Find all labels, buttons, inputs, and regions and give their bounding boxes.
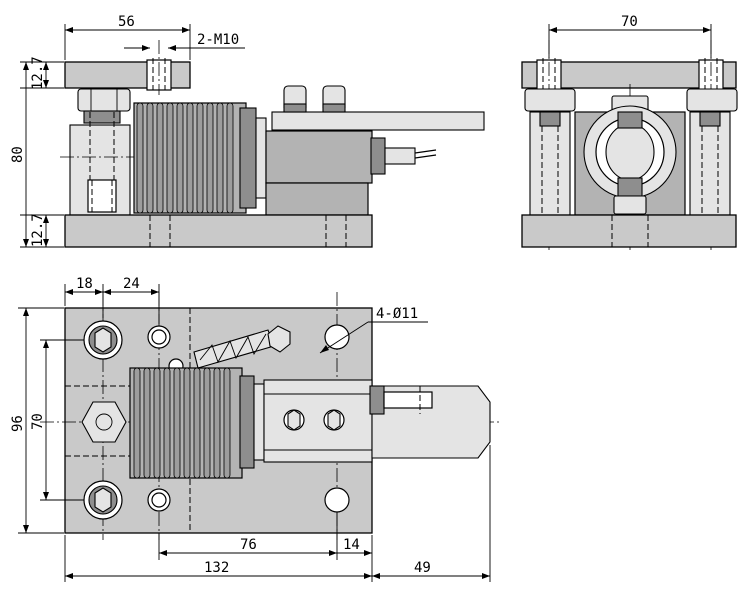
front-dimensions: 56 2-M10 12.7 80 12.7	[10, 14, 245, 248]
front-beam	[265, 130, 373, 184]
side-right-column	[689, 111, 731, 216]
top-hole-upper-right	[324, 324, 350, 350]
dim-edge-offset: 18	[76, 276, 93, 292]
side-bottom-plate	[521, 214, 737, 248]
side-view	[521, 40, 738, 250]
dim-thread-callout: 2-M10	[197, 32, 239, 48]
top-hole-lower-right	[324, 487, 350, 513]
dim-bottom-plate: 12.7	[30, 213, 46, 247]
side-left-column	[529, 111, 571, 216]
dim-plate-depth: 96	[10, 415, 26, 432]
dim-plate-length: 132	[204, 560, 229, 576]
dim-top-plate: 12.7	[30, 56, 46, 90]
top-dimensions: 18 24 4-Ø11 96 70 76 14 132 49	[10, 276, 491, 582]
dim-side-width: 70	[621, 14, 638, 30]
dim-hole-edge-offset: 14	[343, 537, 360, 553]
top-view	[40, 292, 500, 540]
top-center-hex	[81, 401, 127, 443]
dim-overall-height: 80	[10, 146, 26, 163]
front-bottom-plate	[64, 214, 373, 248]
front-top-nut	[77, 88, 131, 112]
front-fins	[136, 102, 234, 214]
front-view	[60, 40, 485, 248]
dim-hole-spacing-short: 24	[123, 276, 140, 292]
dim-overhang: 49	[414, 560, 431, 576]
side-dimensions: 70	[548, 14, 712, 58]
dim-hole-callout: 4-Ø11	[376, 306, 418, 322]
dim-hole-spacing-long: 76	[240, 537, 257, 553]
dim-hole-spacing-depth: 70	[30, 413, 46, 430]
front-cable-gland	[370, 137, 386, 175]
dim-front-width: 56	[118, 14, 135, 30]
top-fins	[133, 367, 231, 479]
